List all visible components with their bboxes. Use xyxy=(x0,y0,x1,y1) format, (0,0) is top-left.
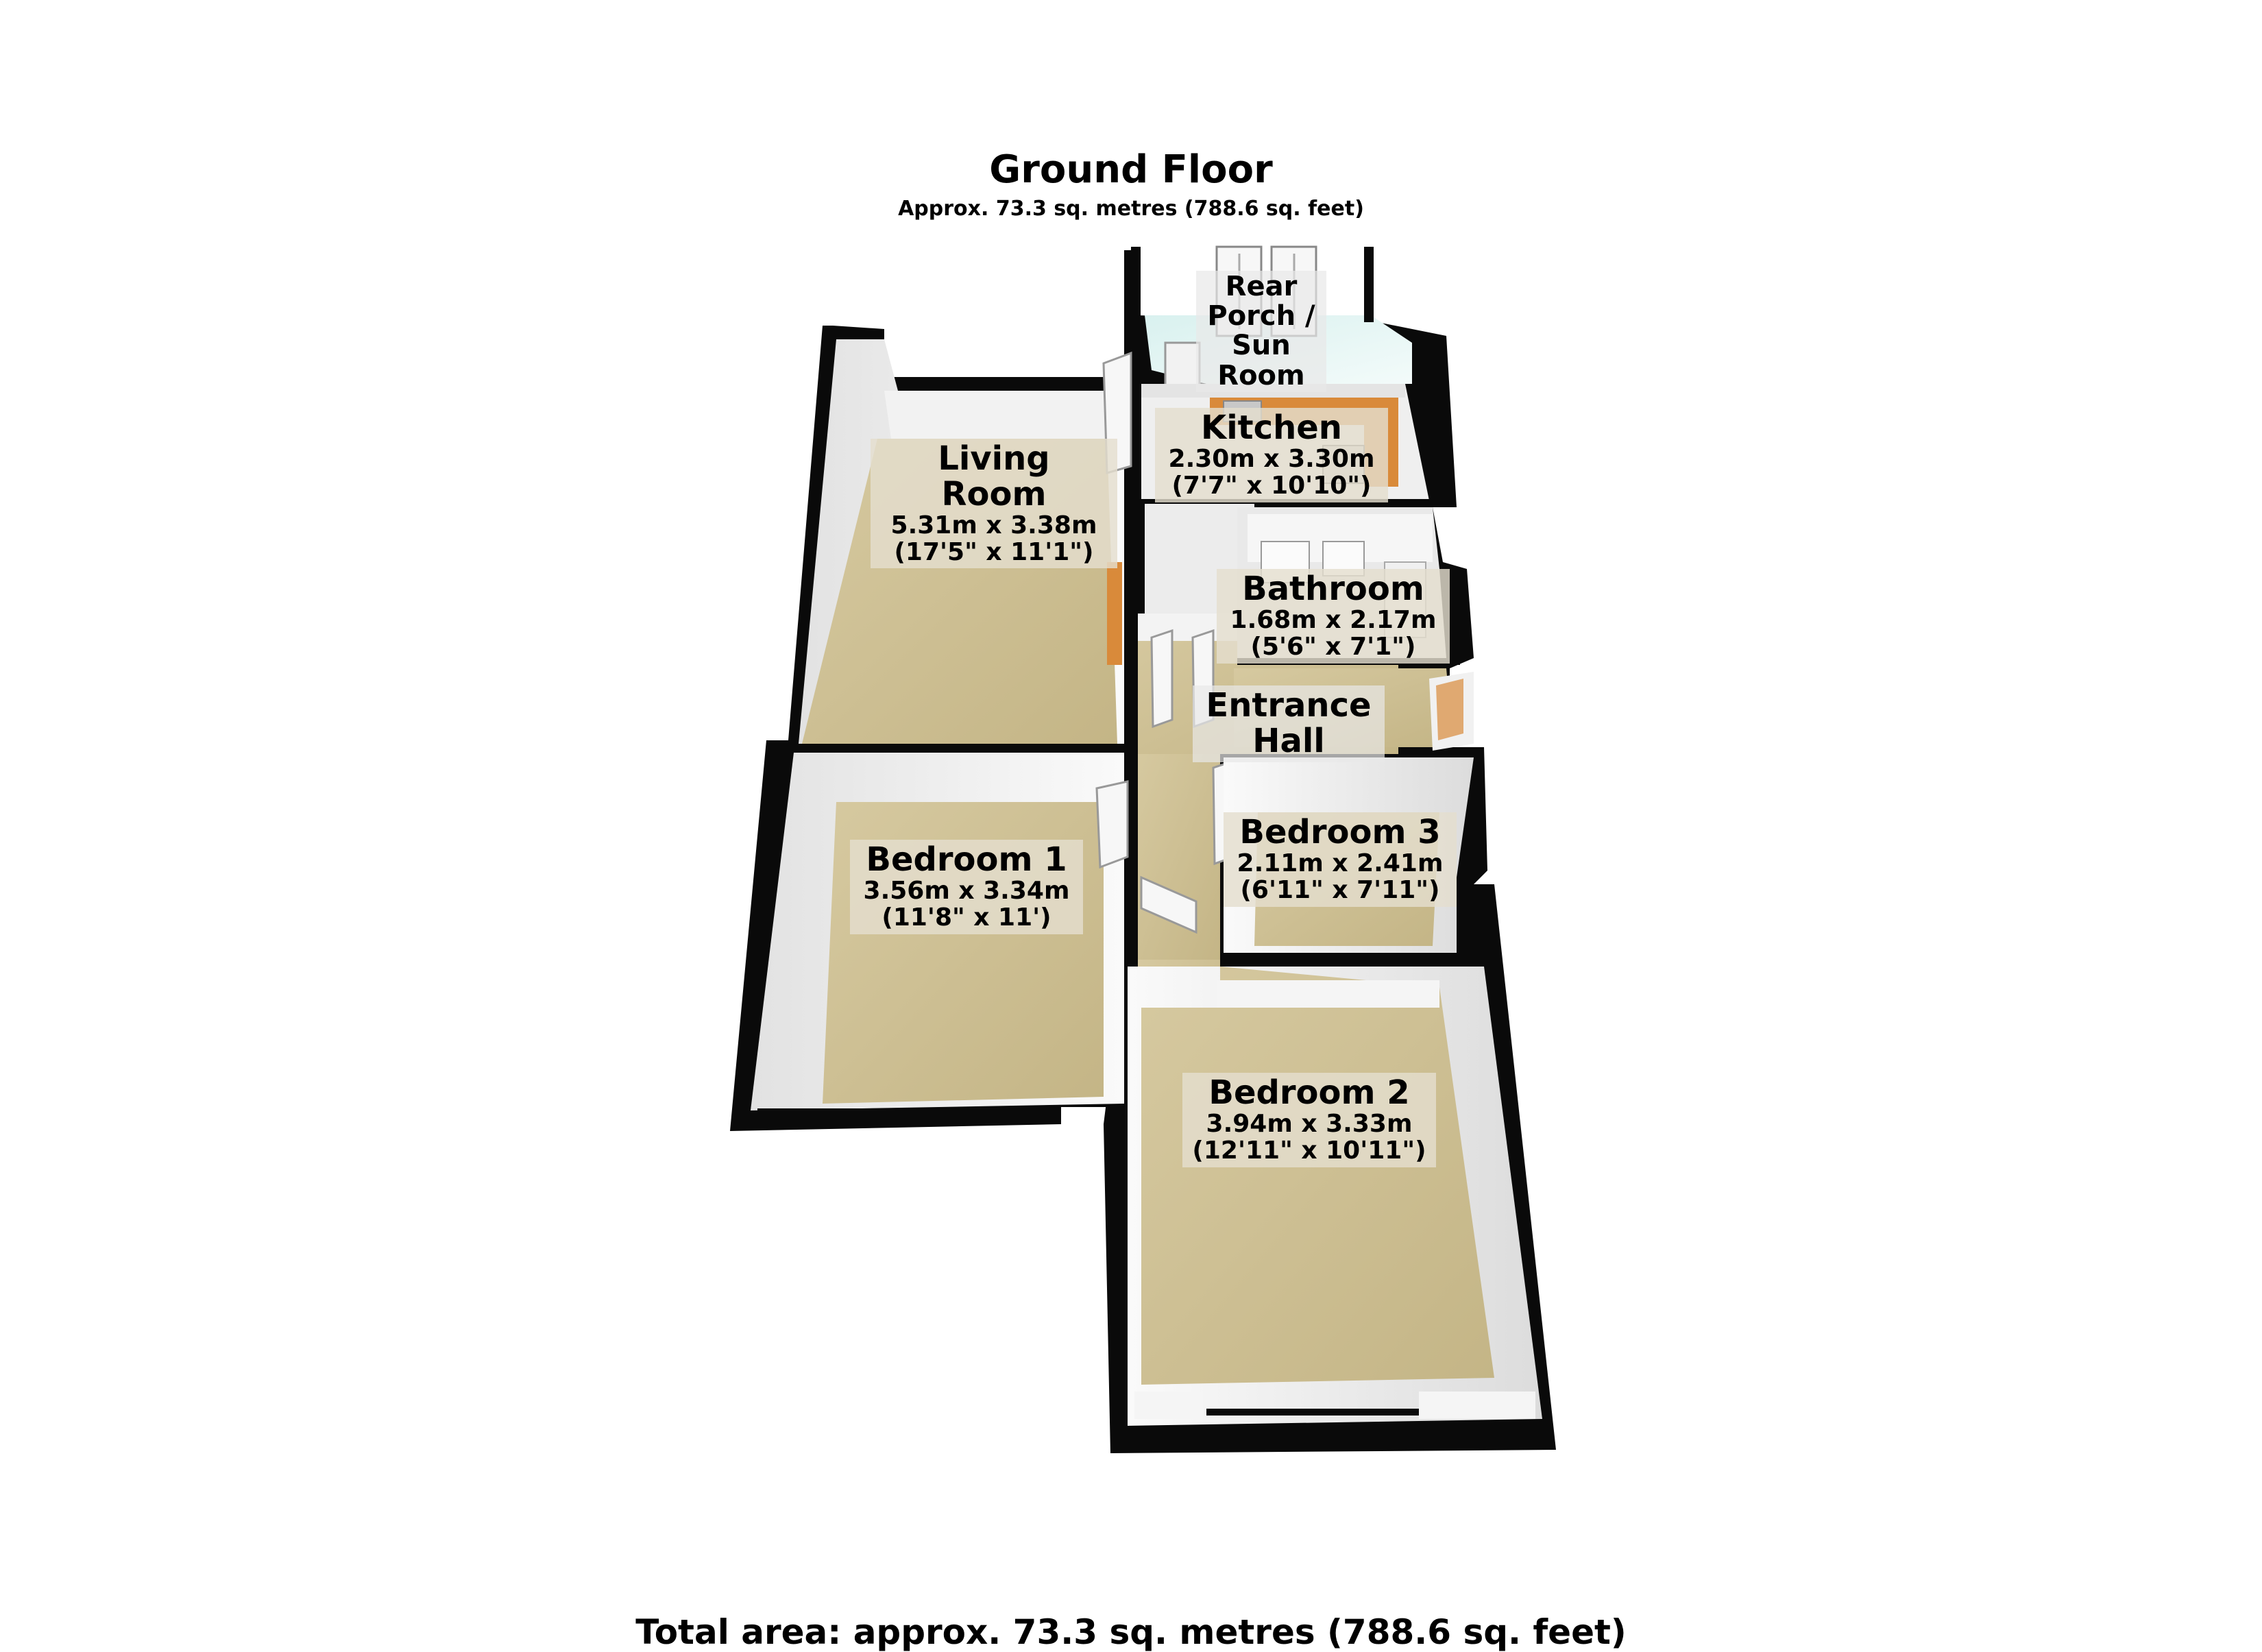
kitchen-label: Kitchen 2.30m x 3.30m (7'7" x 10'10") xyxy=(1155,408,1388,502)
bedroom-1-imperial: (11'8" x 11') xyxy=(881,903,1051,932)
living-room-label: Living Room 5.31m x 3.38m (17'5" x 11'1"… xyxy=(871,439,1117,569)
rear-porch-label: Rear Porch / Sun Room xyxy=(1196,271,1326,392)
floor-area-subtitle: Approx. 73.3 sq. metres (788.6 sq. feet) xyxy=(898,197,1364,221)
bathroom-label: Bathroom 1.68m x 2.17m (5'6" x 7'1") xyxy=(1217,569,1450,664)
rear-porch-name-line: Porch / xyxy=(1207,300,1315,332)
kitchen-name: Kitchen xyxy=(1201,409,1342,447)
entrance-hall-name-line: Entrance xyxy=(1206,686,1372,725)
total-area-footer: Total area: approx. 73.3 sq. metres (788… xyxy=(635,1612,1627,1652)
living-room-name-line: Room xyxy=(941,474,1047,513)
bathroom-name: Bathroom xyxy=(1242,570,1424,608)
rear-porch-name-line: Sun xyxy=(1232,330,1291,362)
floor-title: Ground Floor xyxy=(989,147,1273,192)
bedroom-2-label: Bedroom 2 3.94m x 3.33m (12'11" x 10'11"… xyxy=(1182,1073,1436,1167)
bedroom-3-label: Bedroom 3 2.11m x 2.41m (6'11" x 7'11") xyxy=(1224,812,1457,907)
living-room-imperial: (17'5" x 11'1") xyxy=(894,537,1094,566)
bedroom-2-imperial: (12'11" x 10'11") xyxy=(1192,1136,1426,1165)
bedroom-2-area xyxy=(1128,967,1542,1426)
kitchen-metric: 2.30m x 3.30m xyxy=(1168,444,1375,473)
bedroom-3-name: Bedroom 3 xyxy=(1239,813,1441,851)
living-room-metric: 5.31m x 3.38m xyxy=(890,511,1097,539)
living-room-name-line: Living xyxy=(938,439,1050,478)
bathroom-metric: 1.68m x 2.17m xyxy=(1230,605,1437,634)
rear-porch-name-line: Room xyxy=(1217,359,1305,391)
entrance-hall-name-line: Hall xyxy=(1252,721,1325,760)
entrance-hall-label: Entrance Hall xyxy=(1193,685,1385,762)
bathroom-imperial: (5'6" x 7'1") xyxy=(1250,632,1416,661)
kitchen-imperial: (7'7" x 10'10") xyxy=(1171,471,1372,500)
bedroom-1-name: Bedroom 1 xyxy=(866,840,1067,879)
bedroom-3-imperial: (6'11" x 7'11") xyxy=(1240,875,1440,904)
bedroom-2-name: Bedroom 2 xyxy=(1208,1073,1410,1112)
bedroom-1-metric: 3.56m x 3.34m xyxy=(863,876,1070,905)
bedroom-3-metric: 2.11m x 2.41m xyxy=(1237,849,1444,877)
bedroom-1-label: Bedroom 1 3.56m x 3.34m (11'8" x 11') xyxy=(850,840,1083,934)
bedroom-2-metric: 3.94m x 3.33m xyxy=(1206,1109,1413,1138)
rear-porch-name-line: Rear xyxy=(1225,271,1298,302)
